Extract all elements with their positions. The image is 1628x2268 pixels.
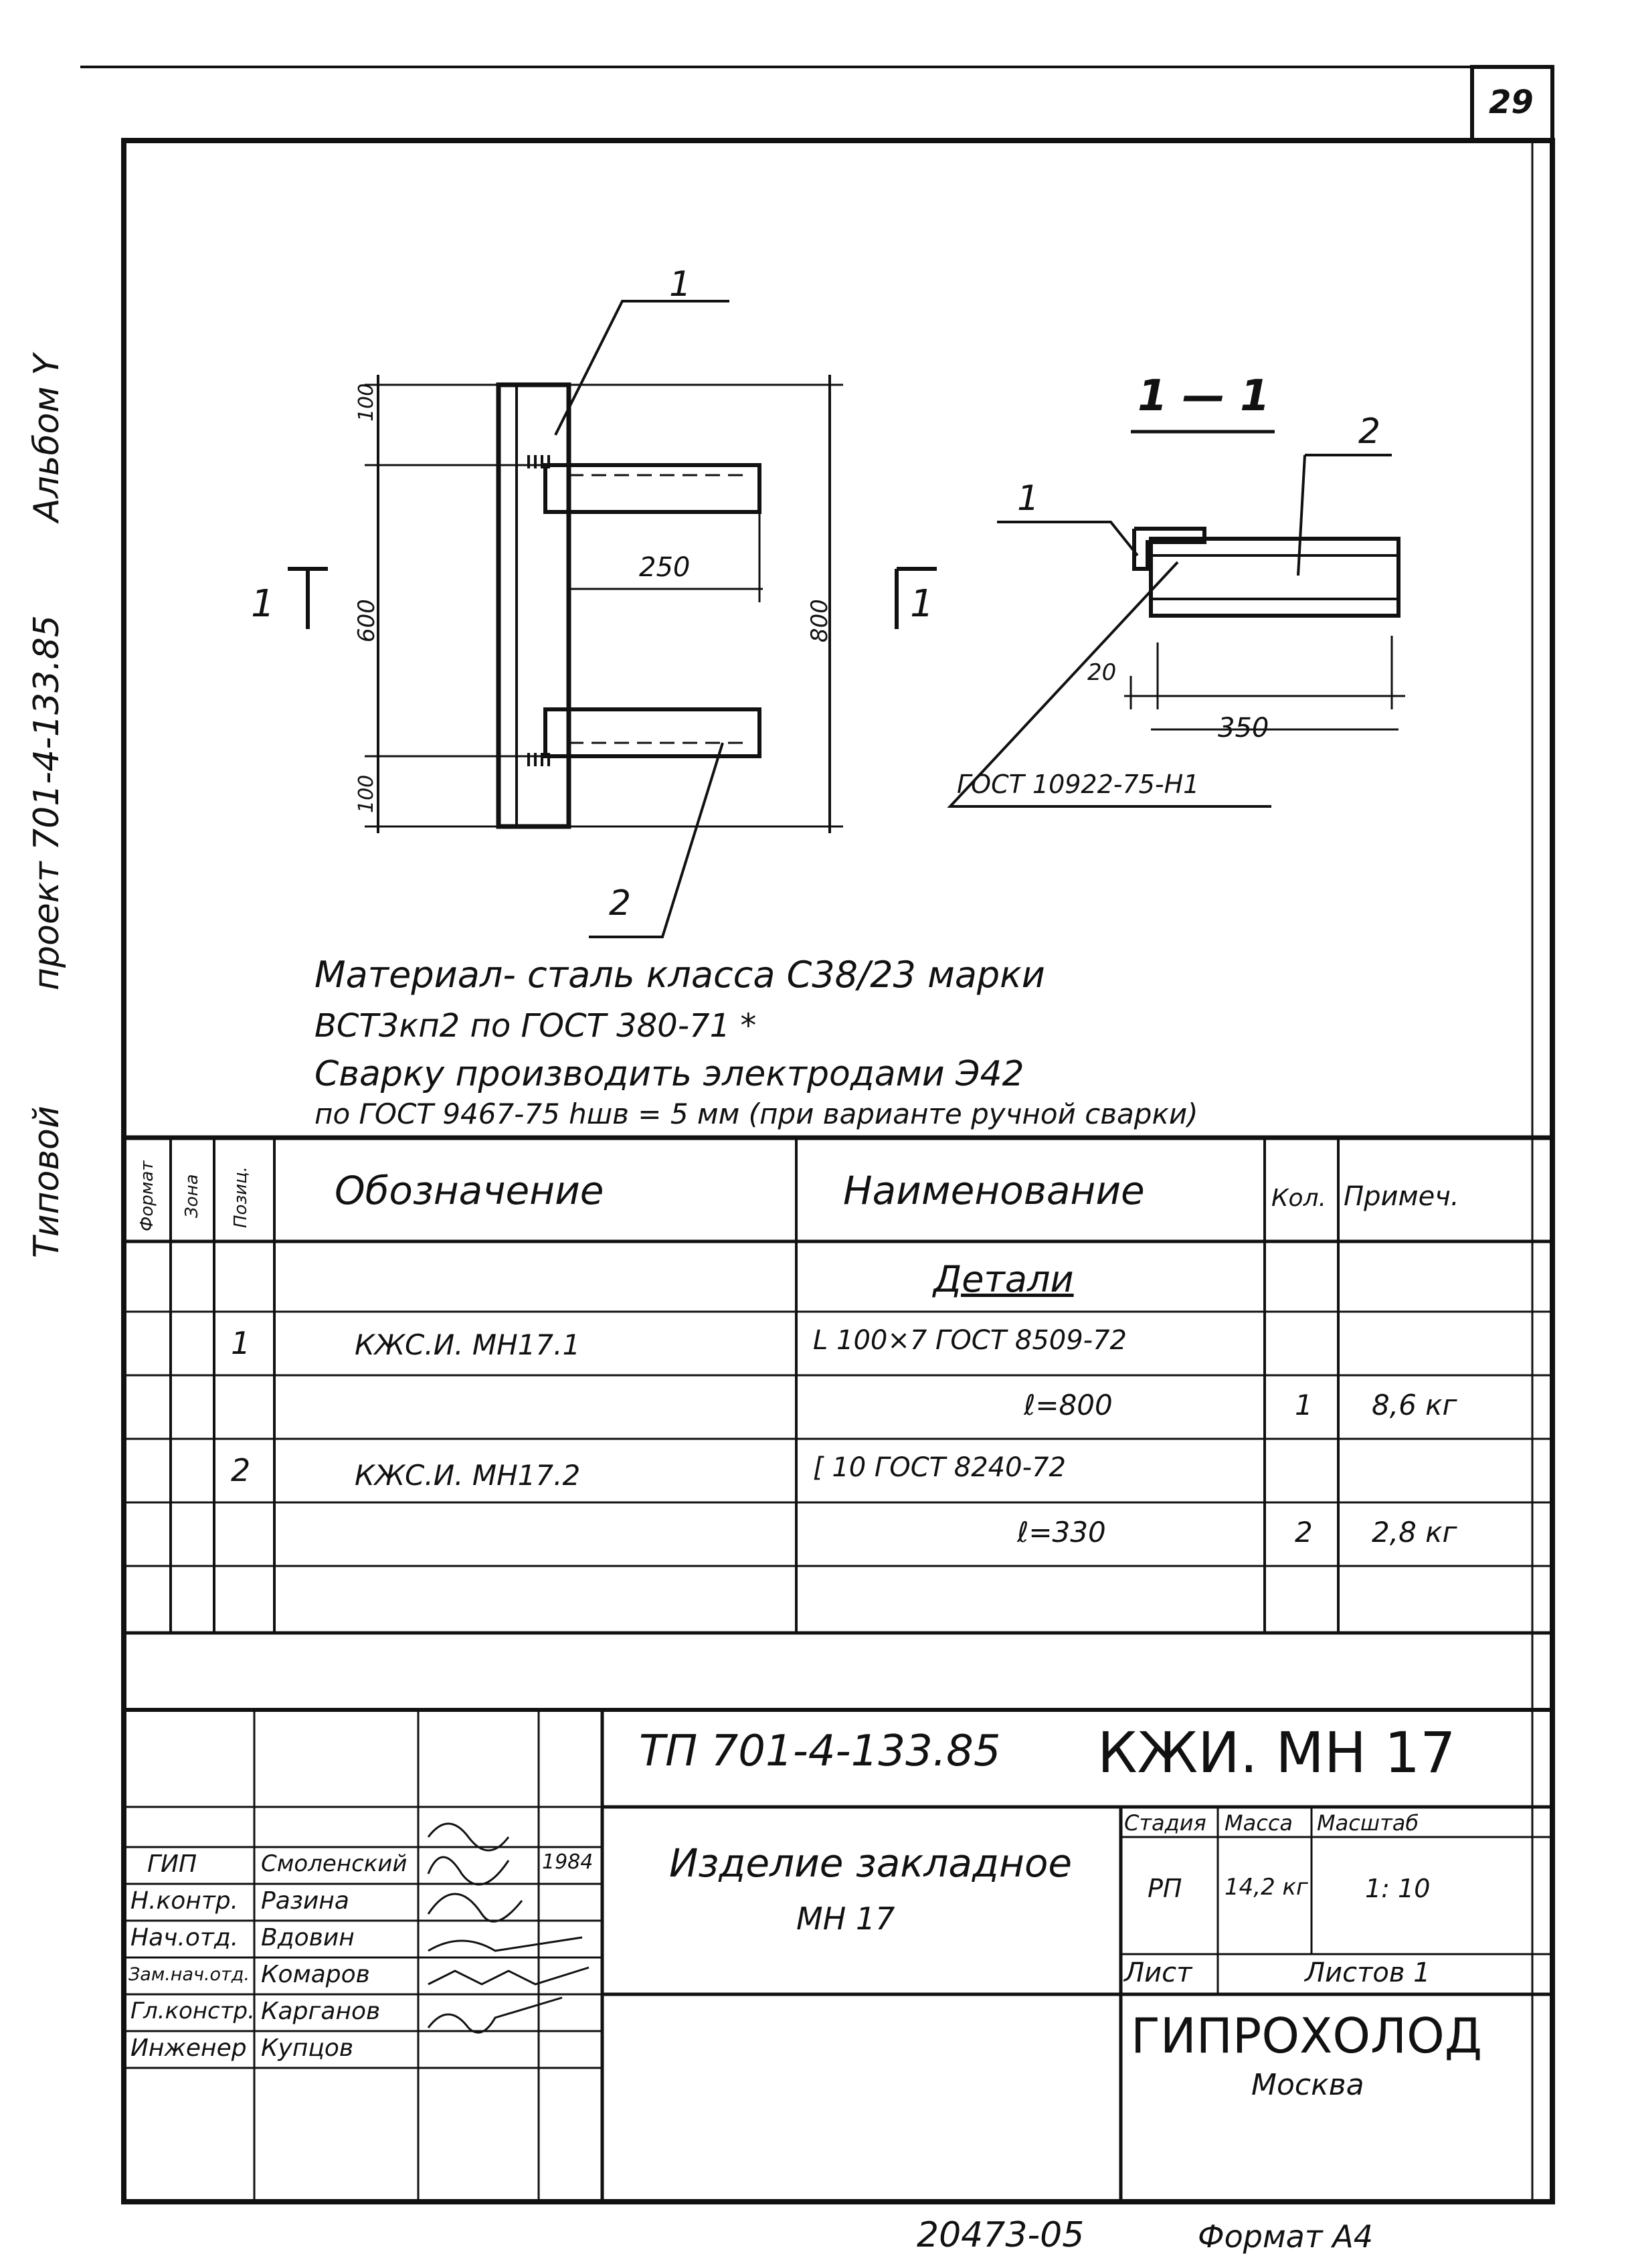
weld-note: ГОСТ 10922-75-Н1 (957, 770, 1200, 799)
row-5-note: 2,8 кг (1372, 1516, 1457, 1549)
mass-label: Масса (1225, 1810, 1293, 1836)
staff-role-1: ГИП (147, 1850, 197, 1878)
section-dim-350: 350 (1218, 713, 1269, 744)
staff-name-3: Вдовин (261, 1924, 355, 1951)
row-5-name: ℓ=330 (1017, 1516, 1106, 1549)
section-dim-20: 20 (1087, 659, 1117, 686)
stage-value: РП (1148, 1874, 1182, 1903)
section-mark-left: 1 (251, 582, 275, 626)
row-3-qty: 1 (1295, 1389, 1313, 1421)
side-label-project: проект 701-4-133.85 (27, 615, 67, 990)
row-2-designation: КЖС.И. МН17.1 (355, 1328, 581, 1361)
staff-name-1: Смоленский (261, 1850, 408, 1877)
hdr-format: Формат (137, 1160, 157, 1232)
staff-name-4: Комаров (261, 1961, 370, 1988)
signature-6 (427, 1996, 563, 2034)
row-5-qty: 2 (1295, 1516, 1313, 1549)
staff-name-5: Карганов (261, 1998, 381, 2025)
sheet-label: Лист (1124, 1957, 1192, 1988)
staff-date-1: 1984 (542, 1850, 594, 1874)
hdr-name: Наименование (843, 1168, 1145, 1213)
dim-length-250: 250 (639, 552, 691, 583)
sheets-label: Листов 1 (1305, 1957, 1431, 1988)
channel-top (543, 463, 761, 514)
dim-top: 100 (355, 383, 378, 422)
signature-3 (427, 1893, 523, 1923)
left-pos1-label: 1 (669, 264, 692, 304)
signature-5 (428, 1966, 590, 1986)
title-block-grid (124, 1708, 1552, 2202)
channel-bottom (543, 707, 761, 758)
sheet-number: 29 (1489, 84, 1534, 121)
left-pos2-label: 2 (609, 883, 632, 924)
spec-table-grid (124, 1135, 1552, 1635)
staff-name-2: Разина (261, 1887, 349, 1915)
footer-format: Формат А4 (1198, 2218, 1373, 2255)
row-3-note: 8,6 кг (1372, 1389, 1457, 1421)
item-mark: МН 17 (796, 1901, 895, 1937)
staff-role-5: Гл.констр. (130, 1998, 255, 2024)
signature-1 (427, 1822, 510, 1852)
section-pos1-label: 1 (1017, 478, 1040, 519)
row-4-name: [ 10 ГОСТ 8240-72 (813, 1452, 1066, 1483)
scale-value: 1: 10 (1365, 1874, 1431, 1903)
scale-label: Масштаб (1317, 1810, 1419, 1836)
signature-2 (427, 1856, 510, 1886)
hdr-qty: Кол. (1271, 1185, 1327, 1212)
note-line-3: Сварку производить электродами Э42 (314, 1054, 1024, 1094)
dim-total: 800 (806, 599, 833, 642)
staff-role-4: Зам.нач.отд. (128, 1964, 250, 1985)
hdr-note: Примеч. (1344, 1181, 1459, 1212)
org-city: Москва (1251, 2068, 1364, 2102)
row-2-pos: 1 (231, 1325, 251, 1361)
staff-name-6: Купцов (261, 2034, 354, 2062)
signature-4 (428, 1936, 583, 1952)
section-view (947, 430, 1405, 808)
hdr-designation: Обозначение (335, 1168, 604, 1213)
section-title: 1 — 1 (1138, 371, 1270, 421)
staff-role-3: Нач.отд. (130, 1924, 239, 1951)
dim-bottom: 100 (355, 774, 378, 813)
note-line-4: по ГОСТ 9467-75 hшв = 5 мм (при варианте… (314, 1098, 1198, 1130)
row-2-name: L 100×7 ГОСТ 8509-72 (813, 1325, 1127, 1356)
hdr-zone: Зона (182, 1174, 202, 1218)
left-view (288, 300, 937, 938)
item-name: Изделие закладное (669, 1840, 1073, 1886)
row-4-pos: 2 (231, 1452, 251, 1488)
doc-code: ТП 701-4-133.85 (639, 1727, 1001, 1776)
dim-middle: 600 (353, 599, 380, 642)
mass-value: 14,2 кг (1225, 1874, 1308, 1901)
footer-inventory: 20473-05 (917, 2215, 1085, 2255)
row-3-name: ℓ=800 (1024, 1389, 1113, 1421)
row-4-designation: КЖС.И. МН17.2 (355, 1459, 581, 1492)
section-channel (1149, 537, 1400, 618)
side-label-album: Альбом Y (27, 354, 67, 522)
note-line-2: ВСТ3кп2 по ГОСТ 380-71 * (314, 1007, 757, 1045)
section-pos2-label: 2 (1358, 412, 1381, 452)
doc-mark: КЖИ. МН 17 (1097, 1720, 1456, 1785)
hdr-pos: Позиц. (231, 1166, 251, 1228)
angle-pos1-outline (496, 382, 571, 829)
staff-role-6: Инженер (130, 2034, 247, 2062)
row-1-name: Детали (933, 1258, 1074, 1300)
side-label-typical: Типовой (27, 1106, 67, 1258)
sheet-frame (121, 138, 1555, 2204)
staff-role-2: Н.контр. (130, 1887, 239, 1915)
section-mark-right: 1 (910, 582, 934, 626)
note-line-1: Материал- сталь класса С38/23 марки (314, 954, 1045, 996)
stage-label: Стадия (1124, 1810, 1206, 1836)
org-name: ГИПРОХОЛОД (1131, 2008, 1483, 2064)
